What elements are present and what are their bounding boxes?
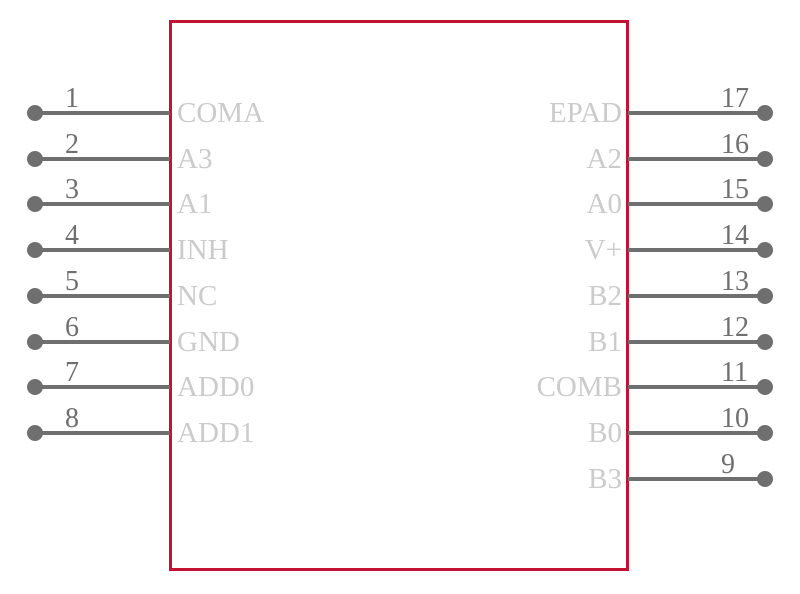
pin-wire [628, 202, 760, 207]
pin-number: 6 [65, 311, 79, 343]
pin-endpoint-dot [27, 105, 43, 121]
pin-wire [628, 430, 760, 435]
pin-endpoint-dot [27, 333, 43, 350]
pin-label: V+ [584, 234, 622, 267]
pin-wire [35, 339, 170, 344]
pin-wire [628, 476, 760, 481]
pin-wire [628, 385, 760, 390]
pin-wire [628, 339, 760, 344]
pin-wire [35, 293, 170, 298]
pin-number: 3 [65, 174, 79, 206]
pin-label: B3 [588, 462, 622, 495]
pin-label: A1 [177, 188, 213, 221]
pin-wire [35, 202, 170, 207]
pin-label: B2 [588, 279, 622, 312]
pin-number: 13 [721, 265, 749, 297]
pin-number: 8 [65, 402, 79, 434]
pin-endpoint-dot [27, 242, 43, 259]
pin-wire [628, 293, 760, 298]
pin-wire [35, 111, 170, 115]
pin-endpoint-dot [757, 424, 773, 441]
pin-endpoint-dot [27, 424, 43, 441]
pin-endpoint-dot [27, 150, 43, 167]
pin-label: ADD0 [177, 371, 255, 404]
component-body-outline [169, 20, 629, 571]
pin-number: 1 [65, 83, 79, 114]
pin-number: 16 [721, 128, 749, 160]
pin-number: 7 [65, 357, 79, 389]
pin-endpoint-dot [27, 196, 43, 213]
pin-wire [35, 430, 170, 435]
pin-label: GND [177, 325, 240, 358]
pin-label: A0 [586, 188, 622, 221]
pin-endpoint-dot [27, 379, 43, 396]
pin-wire [628, 156, 760, 161]
pin-wire [35, 248, 170, 253]
pin-wire [628, 111, 760, 115]
pin-wire [35, 156, 170, 161]
pin-label: B1 [588, 325, 622, 358]
pin-label: A3 [177, 142, 213, 175]
pin-label: NC [177, 279, 218, 312]
pin-number: 12 [721, 311, 749, 343]
pin-number: 17 [721, 83, 749, 114]
pin-number: 11 [721, 357, 748, 389]
pin-endpoint-dot [757, 470, 773, 487]
pin-label: INH [177, 234, 229, 267]
pin-label: ADD1 [177, 416, 255, 449]
pin-number: 4 [65, 220, 79, 252]
pin-label: A2 [586, 142, 622, 175]
pin-number: 2 [65, 128, 79, 160]
pin-label: COMB [536, 371, 622, 404]
pin-number: 10 [721, 402, 749, 434]
pin-endpoint-dot [757, 242, 773, 259]
pin-number: 9 [721, 448, 735, 480]
pin-number: 14 [721, 220, 749, 252]
pin-endpoint-dot [757, 150, 773, 167]
pin-number: 5 [65, 265, 79, 297]
pin-endpoint-dot [757, 333, 773, 350]
pin-endpoint-dot [27, 287, 43, 304]
pin-wire [35, 385, 170, 390]
pin-endpoint-dot [757, 379, 773, 396]
pin-endpoint-dot [757, 196, 773, 213]
pin-wire [628, 248, 760, 253]
pin-label: COMA [177, 97, 265, 129]
pin-endpoint-dot [757, 105, 773, 121]
pin-endpoint-dot [757, 287, 773, 304]
pin-label: EPAD [548, 97, 622, 129]
pin-number: 15 [721, 174, 749, 206]
pin-label: B0 [588, 416, 622, 449]
